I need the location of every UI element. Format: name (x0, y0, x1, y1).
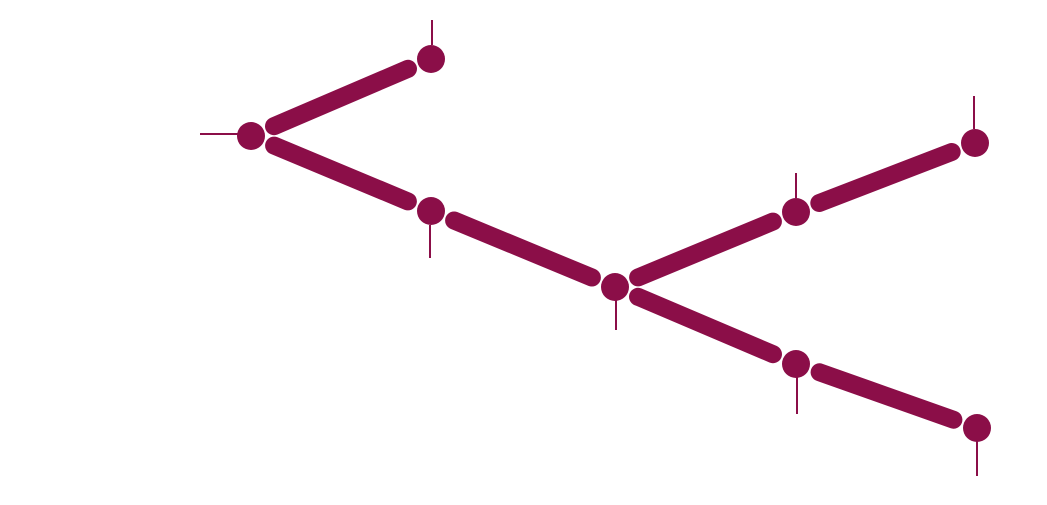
link-bar-start-to-upper-end (265, 59, 417, 136)
node-junction (601, 273, 629, 301)
link-bar-lower-mid-to-junction (445, 211, 601, 287)
link-bar-branch-b-mid-to-branch-b-end (810, 363, 963, 429)
node-upper-end (417, 45, 445, 73)
node-branch-a-mid (782, 198, 810, 226)
node-start (237, 122, 265, 150)
node-branch-a-end (961, 129, 989, 157)
node-lower-mid (417, 197, 445, 225)
node-branch-b-mid (782, 350, 810, 378)
link-bar-junction-to-branch-a-mid (629, 212, 782, 287)
link-bar-junction-to-branch-b-mid (629, 287, 782, 364)
link-bar-start-to-lower-mid (265, 136, 417, 211)
node-branch-b-end (963, 414, 991, 442)
link-bar-branch-a-mid-to-branch-a-end (810, 143, 961, 212)
